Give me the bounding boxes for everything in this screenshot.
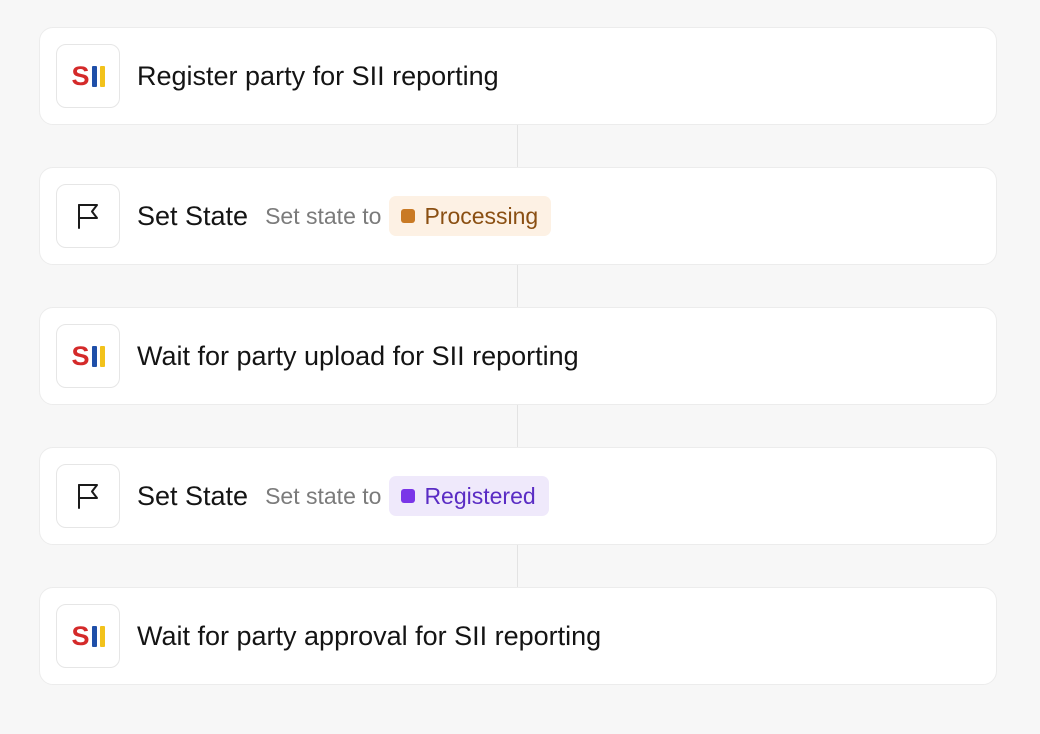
step-card-set-state-registered[interactable]: Set State Set state to Registered: [39, 447, 997, 545]
workflow-steps: S Register party for SII reporting Set S…: [39, 27, 997, 685]
badge-label: Registered: [424, 482, 536, 509]
status-dot-icon: [401, 209, 416, 223]
step-subtitle: Set state to: [265, 202, 382, 229]
step-title: Set State: [137, 480, 249, 511]
step-card-wait-upload[interactable]: S Wait for party upload for SII reportin…: [39, 307, 997, 405]
status-dot-icon: [401, 489, 416, 503]
badge-label: Processing: [424, 202, 539, 229]
step-title: Register party for SII reporting: [137, 60, 499, 91]
step-connector: [517, 125, 518, 167]
sii-logo-icon: S: [56, 44, 120, 108]
step-connector: [517, 545, 518, 587]
state-badge-registered: Registered: [389, 476, 549, 516]
step-title: Wait for party upload for SII reporting: [137, 340, 579, 371]
flag-icon: [56, 184, 120, 248]
sii-logo-icon: S: [56, 324, 120, 388]
flag-icon: [56, 464, 120, 528]
step-connector: [517, 265, 518, 307]
step-card-set-state-processing[interactable]: Set State Set state to Processing: [39, 167, 997, 265]
state-badge-processing: Processing: [389, 196, 552, 236]
sii-logo-icon: S: [56, 604, 120, 668]
step-card-register-party[interactable]: S Register party for SII reporting: [39, 27, 997, 125]
step-subtitle: Set state to: [265, 482, 382, 509]
step-card-wait-approval[interactable]: S Wait for party approval for SII report…: [39, 587, 997, 685]
step-title: Wait for party approval for SII reportin…: [137, 620, 602, 651]
step-title: Set State: [137, 200, 249, 231]
step-connector: [517, 405, 518, 447]
